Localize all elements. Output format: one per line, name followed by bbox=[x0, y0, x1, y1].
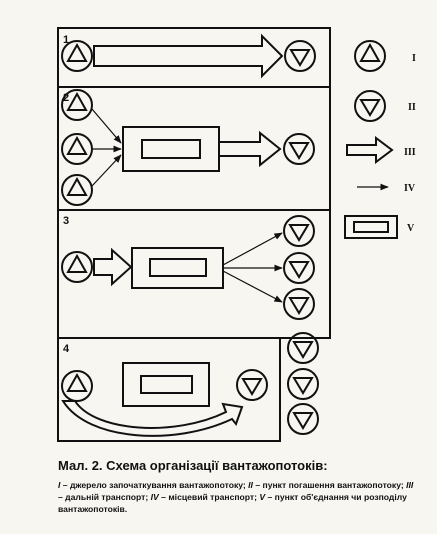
destination-icon bbox=[283, 215, 315, 247]
panel-1-number: 1 bbox=[63, 34, 69, 46]
caption-text-IV: – місцевий транспорт; bbox=[158, 492, 260, 502]
caption-text-V: – пункт об'єднання чи розподілу вантажоп… bbox=[58, 492, 407, 514]
caption-text-II: – пункт погашення вантажопотоку; bbox=[252, 480, 407, 490]
legend-source-icon bbox=[354, 40, 386, 72]
caption-roman-I: I bbox=[58, 480, 61, 490]
thin-arrow-icon bbox=[222, 232, 283, 266]
source-icon bbox=[61, 133, 93, 165]
panel-1 bbox=[57, 27, 331, 88]
hub-rectangle-icon bbox=[122, 362, 210, 407]
source-icon bbox=[61, 370, 93, 402]
legend-label-I: I bbox=[412, 53, 416, 64]
hub-rectangle-icon bbox=[131, 247, 224, 289]
hollow-arrow-icon bbox=[93, 247, 133, 287]
panel-4 bbox=[57, 337, 281, 442]
caption-roman-III: III bbox=[406, 480, 414, 490]
destination-icon bbox=[283, 288, 315, 320]
caption-roman-V: V bbox=[259, 492, 266, 502]
panel-3-number: 3 bbox=[63, 215, 69, 227]
caption-legend: I – джерело започаткування вантажопотоку… bbox=[58, 479, 418, 515]
destination-icon bbox=[284, 40, 316, 72]
destination-icon bbox=[287, 403, 319, 435]
caption-roman-IV: IV bbox=[150, 492, 159, 502]
hollow-arrow-icon bbox=[218, 130, 282, 168]
legend: I II III IV V bbox=[344, 40, 416, 239]
source-icon bbox=[61, 174, 93, 206]
legend-destination-icon bbox=[354, 90, 386, 122]
destination-icon bbox=[283, 252, 315, 284]
hollow-arrow-icon bbox=[93, 33, 284, 79]
caption-roman-II: II bbox=[248, 480, 253, 490]
curved-hollow-arrow-icon bbox=[61, 400, 244, 437]
legend-label-V: V bbox=[407, 223, 415, 234]
legend-label-II: II bbox=[408, 102, 416, 113]
legend-label-IV: IV bbox=[404, 183, 416, 194]
caption-text-III: – дальній транспорт; bbox=[58, 492, 151, 502]
thin-arrow-icon bbox=[91, 108, 122, 144]
source-icon bbox=[61, 89, 93, 121]
legend-label-III: III bbox=[404, 147, 416, 158]
legend-hollow-arrow-icon bbox=[346, 136, 394, 164]
destination-icon bbox=[287, 368, 319, 400]
destination-icon bbox=[283, 133, 315, 165]
caption-title: Мал. 2. Схема організації вантажопотоків… bbox=[58, 458, 328, 473]
hub-rectangle-icon bbox=[122, 126, 220, 172]
caption-text-I: – джерело започаткування вантажопотоку; bbox=[60, 480, 249, 490]
panel-2-number: 2 bbox=[63, 92, 69, 104]
figure-caption: Мал. 2. Схема організації вантажопотоків… bbox=[58, 458, 418, 515]
thin-arrow-icon bbox=[222, 270, 283, 303]
thin-arrow-icon bbox=[91, 154, 122, 187]
legend-hub-rectangle-icon bbox=[344, 215, 398, 239]
panel-4-number: 4 bbox=[63, 343, 70, 355]
source-icon bbox=[61, 251, 93, 283]
source-icon bbox=[61, 40, 93, 72]
destination-icon bbox=[236, 369, 268, 401]
destination-icon bbox=[287, 332, 319, 364]
